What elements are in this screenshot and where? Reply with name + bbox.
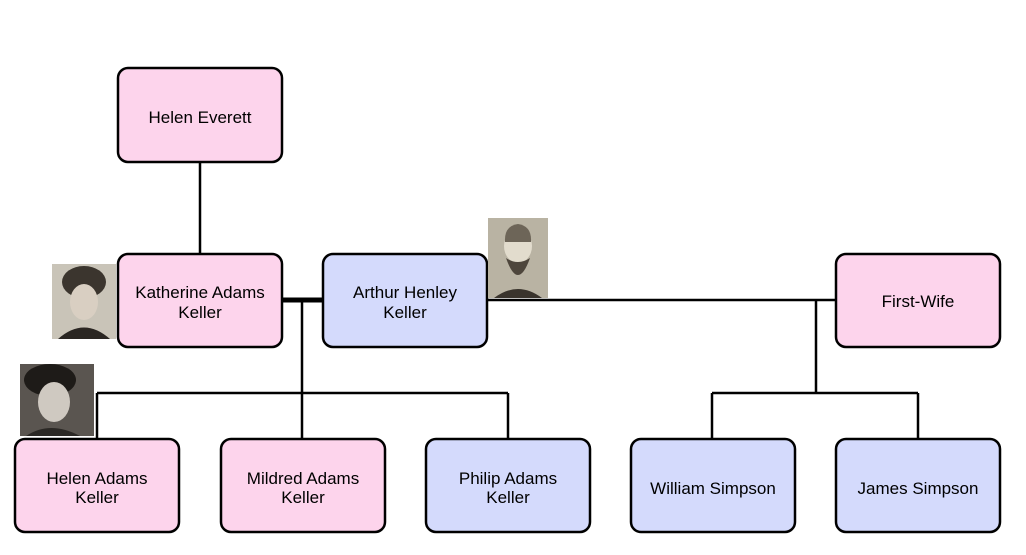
person-name-line2: Keller — [486, 488, 530, 507]
person-name: Helen Everett — [149, 108, 252, 127]
person-name-line1: Helen Adams — [46, 469, 147, 488]
person-helen-everett[interactable]: Helen Everett — [116, 66, 284, 164]
connector-lines — [95, 162, 920, 438]
person-mildred-adams-keller[interactable]: Mildred Adams Keller — [219, 437, 387, 534]
person-name: James Simpson — [858, 479, 979, 498]
person-philip-adams-keller[interactable]: Philip Adams Keller — [424, 437, 592, 534]
katherine-portrait-photo — [52, 264, 116, 339]
person-helen-adams-keller[interactable]: Helen Adams Keller — [13, 437, 181, 534]
person-name-line1: Philip Adams — [459, 469, 557, 488]
person-james-simpson[interactable]: James Simpson — [834, 437, 1002, 534]
person-arthur-henley-keller[interactable]: Arthur Henley Keller — [321, 252, 489, 349]
person-name-line1: Arthur Henley — [353, 283, 457, 302]
person-name-line2: Keller — [178, 303, 222, 322]
helen-adams-portrait-photo — [20, 364, 94, 436]
person-name-line2: Keller — [75, 488, 119, 507]
person-name: First-Wife — [882, 292, 955, 311]
person-katherine-adams-keller[interactable]: Katherine Adams Keller — [116, 252, 284, 349]
person-name: William Simpson — [650, 479, 776, 498]
person-name-line1: Mildred Adams — [247, 469, 359, 488]
person-william-simpson[interactable]: William Simpson — [629, 437, 797, 534]
person-name-line2: Keller — [383, 303, 427, 322]
person-name-line1: Katherine Adams — [135, 283, 264, 302]
person-first-wife[interactable]: First-Wife — [834, 252, 1002, 349]
arthur-portrait-photo — [488, 218, 548, 298]
person-name-line2: Keller — [281, 488, 325, 507]
